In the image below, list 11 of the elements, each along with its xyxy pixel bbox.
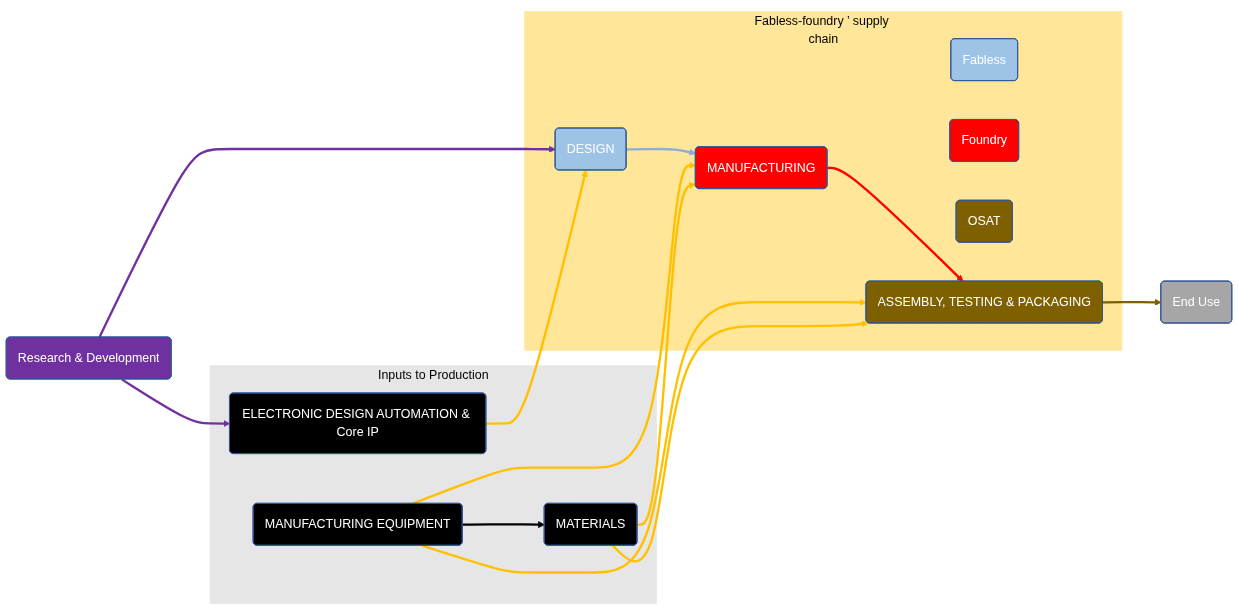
arrow bbox=[1102, 298, 1162, 306]
arrow bbox=[98, 145, 556, 338]
arrow bbox=[637, 182, 696, 526]
arrow bbox=[462, 521, 545, 528]
arrow bbox=[486, 170, 588, 425]
arrow bbox=[412, 161, 696, 505]
arrow bbox=[121, 378, 231, 427]
arrow bbox=[422, 298, 867, 574]
arrow bbox=[611, 320, 869, 563]
arrow bbox=[626, 147, 696, 156]
arrow bbox=[827, 166, 964, 282]
